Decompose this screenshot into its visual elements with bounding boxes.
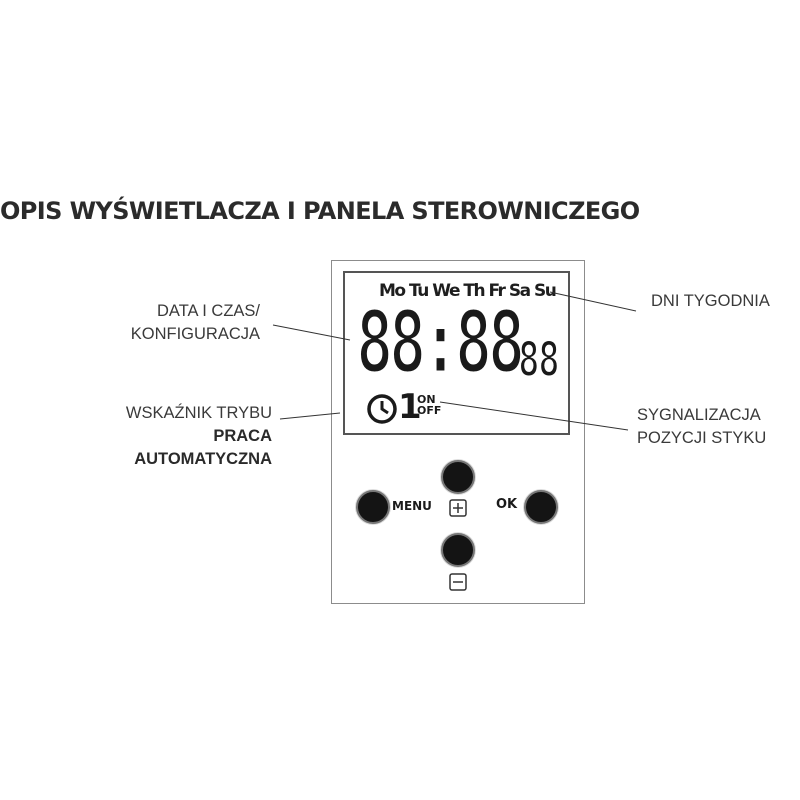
label-mode-line1: WSKAŹNIK TRYBU bbox=[125, 404, 272, 422]
minus-button[interactable] bbox=[441, 533, 475, 567]
label-contact-line1: SYGNALIZACJA bbox=[637, 406, 761, 424]
clock-icon bbox=[367, 394, 397, 424]
time-display: 88:88 bbox=[355, 293, 526, 393]
label-date-time: DATA I CZAS/ KONFIGURACJA bbox=[131, 300, 260, 346]
label-contact-position: SYGNALIZACJA POZYCJI STYKU bbox=[637, 404, 766, 450]
state-on: ON bbox=[417, 393, 436, 406]
program-number: 1 bbox=[398, 387, 422, 427]
label-contact-line2: POZYCJI STYKU bbox=[637, 429, 767, 447]
ok-button[interactable] bbox=[524, 490, 558, 524]
label-date-time-line1: DATA I CZAS/ bbox=[157, 302, 260, 320]
day-mo: Mo bbox=[379, 281, 406, 301]
label-mode-line2: PRACA bbox=[213, 427, 272, 445]
label-date-time-line2: KONFIGURACJA bbox=[130, 325, 260, 343]
plus-button[interactable] bbox=[441, 460, 475, 494]
label-days-of-week: DNI TYGODNIA bbox=[651, 292, 770, 310]
day-sa: Sa bbox=[508, 281, 531, 301]
day-th: Th bbox=[463, 281, 485, 301]
label-mode-indicator: WSKAŹNIK TRYBU PRACA AUTOMATYCZNA bbox=[126, 402, 272, 471]
day-tu: Tu bbox=[409, 281, 429, 301]
state-off: OFF bbox=[417, 404, 442, 417]
diagram-title: OPIS WYŚWIETLACZA I PANELA STEROWNICZEGO bbox=[0, 197, 640, 225]
contact-state: ON OFF bbox=[417, 394, 441, 416]
plus-square-icon bbox=[449, 499, 467, 517]
days-of-week-display: Mo Tu We Th Fr Sa Su bbox=[379, 281, 557, 301]
label-mode-line3: AUTOMATYCZNA bbox=[134, 450, 272, 468]
day-fr: Fr bbox=[488, 281, 506, 301]
menu-button[interactable] bbox=[356, 490, 390, 524]
menu-label: MENU bbox=[392, 499, 432, 513]
minus-square-icon bbox=[449, 573, 467, 591]
ok-label: OK bbox=[496, 497, 518, 512]
day-su: Su bbox=[534, 281, 557, 301]
seconds-display: 88 bbox=[517, 332, 560, 388]
day-we: We bbox=[432, 281, 460, 301]
